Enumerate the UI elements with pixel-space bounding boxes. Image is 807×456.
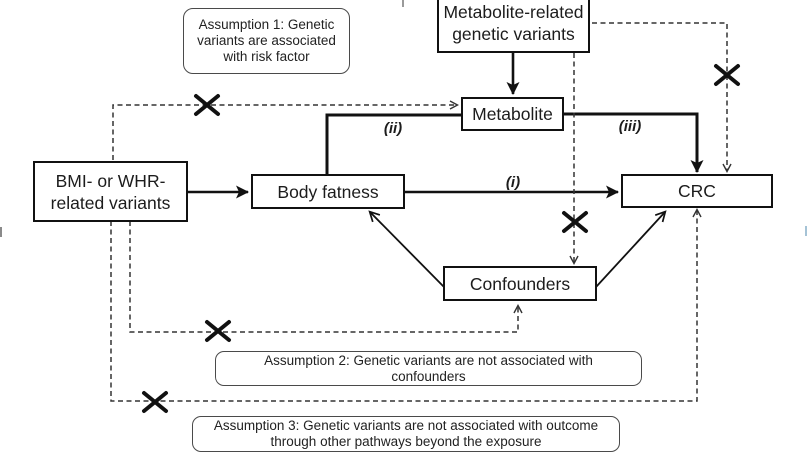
assumption-text: confounders [391,368,466,384]
cross-mark-assumption2-path [205,320,231,342]
node-label: Metabolite [472,104,553,124]
cross-mark-metvariants-confounders [562,211,588,233]
node-label: Confounders [469,273,571,294]
dashed-bmivariants-to-confounders-assumption2 [129,221,523,333]
node-confounders: Confounders [443,266,597,301]
dashed-metvariants-to-crc [592,22,732,173]
dashed-bmivariants-to-crc-assumption3 [110,208,702,402]
assumption-text: Assumption 1: Genetic [198,17,335,32]
path-label-iii: (iii) [618,118,642,135]
assumption-text: with risk factor [223,49,310,64]
right-edge-artifact [805,226,807,236]
node-metabolite-related-genetic-variants: Metabolite-related genetic variants [437,0,590,53]
assumption-2-box: Assumption 2: Genetic variants are not a… [215,351,642,386]
left-edge-artifact [0,227,2,237]
node-body-fatness: Body fatness [251,174,405,209]
assumption-text: through other pathways beyond the exposu… [270,434,542,449]
path-label-i: (i) [505,174,521,191]
node-label: Body fatness [277,181,379,202]
node-label: BMI- or WHR- [55,170,166,191]
top-edge-artifact [402,0,404,7]
arrow-confounders-to-crc [595,210,667,288]
path-label-ii: (ii) [383,120,403,137]
arrow-iii-metabolite-to-crc [563,112,704,173]
assumption-text: variants are associated [197,33,336,48]
assumption-text: Assumption 2: Genetic variants are not a… [264,352,593,368]
dashed-bmivariants-to-metabolite [112,100,459,160]
node-label: CRC [678,181,716,201]
cross-mark-bmivariants-metabolite [194,94,220,116]
node-label: related variants [50,192,171,213]
assumption-1-box: Assumption 1: Genetic variants are assoc… [183,8,350,74]
assumption-text: Assumption 3: Genetic variants are not a… [213,418,599,433]
node-label: Metabolite-related [443,2,584,22]
cross-mark-assumption3-path [142,391,168,413]
cross-mark-metvariants-crc [714,64,740,86]
node-metabolite: Metabolite [461,97,564,131]
node-label: genetic variants [452,24,575,44]
node-crc: CRC [621,174,773,208]
line-ii-bodyfatness-to-metabolite [325,113,461,175]
assumption-3-box: Assumption 3: Genetic variants are not a… [192,416,620,452]
arrow-confounders-to-bodyfatness [368,210,446,289]
node-bmi-or-whr-related-variants: BMI- or WHR- related variants [33,161,188,222]
